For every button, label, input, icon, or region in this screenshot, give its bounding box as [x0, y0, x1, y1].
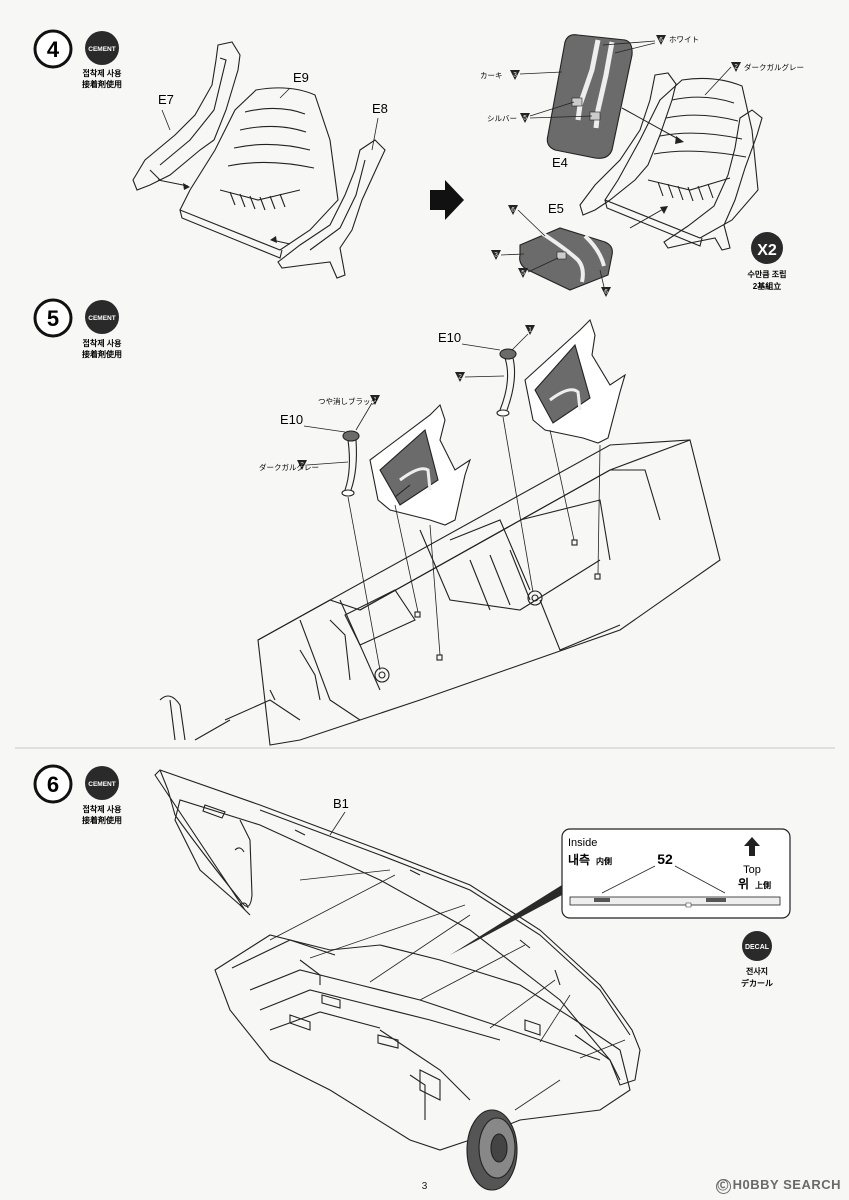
svg-text:1: 1 [373, 397, 377, 404]
svg-text:2: 2 [300, 462, 304, 469]
svg-text:6: 6 [659, 37, 663, 44]
page-number: 3 [421, 1181, 428, 1192]
inset-inside-ko: 내측 [568, 852, 590, 867]
part-label-e7: E7 [158, 92, 174, 107]
part-label-e8: E8 [372, 101, 388, 116]
inset-top-jp: 上側 [755, 880, 771, 890]
svg-text:6: 6 [604, 289, 608, 296]
step5-seat-left [369, 403, 472, 526]
inset-inside-en: Inside [568, 837, 597, 849]
step4-color-callouts: 6 ホワイト 3 カーキ 5 シルバー 2 ダークガルグレー [480, 35, 804, 123]
step6-decal-inset: Inside 내측 内側 52 Top 위 上側 [450, 828, 791, 955]
cement-sub-ko: 접착제 사용 [82, 68, 122, 78]
step-number: 6 [47, 772, 59, 797]
svg-text:2: 2 [734, 64, 738, 71]
repeat-sub-ko: 수만큼 조립 [747, 269, 786, 279]
svg-text:2: 2 [458, 374, 462, 381]
step-number: 4 [47, 37, 60, 62]
step5-control-stick-left [341, 430, 360, 497]
color-name-white: ホワイト [669, 35, 699, 44]
step6-guide-lines [269, 869, 626, 1111]
step4-progress-arrow [430, 180, 464, 220]
cement-badge-label: CEMENT [88, 315, 115, 322]
copyright-icon: Ⓒ [715, 1179, 731, 1194]
step-5-header: 5 CEMENT 접착제 사용 接着剤使用 [33, 298, 122, 359]
inset-top-ko: 위 [738, 877, 749, 891]
step-number: 5 [47, 306, 59, 331]
part-label-e10-left: E10 [280, 412, 303, 427]
step-4-header: 4 CEMENT 접착제 사용 接着剤使用 [33, 29, 122, 89]
inset-pointer [450, 880, 575, 955]
step4-cushion-e4 [546, 34, 633, 159]
part-label-e5: E5 [548, 201, 564, 216]
svg-text:5: 5 [523, 115, 527, 122]
color-name-silver: シルバー [487, 114, 517, 123]
inset-frame [561, 828, 791, 919]
decal-sub-ko: 전사지 [746, 966, 768, 976]
svg-text:3: 3 [494, 252, 498, 259]
decal-badge: DECAL 전사지 デカール [741, 931, 773, 988]
arrow-up-icon [744, 837, 760, 856]
step5-guide-lines [347, 416, 601, 671]
step-number-ring [33, 29, 73, 69]
step4-assembled-seat [579, 72, 763, 251]
cement-sub-jp: 接着剤使用 [82, 815, 122, 825]
part-label-e9: E9 [293, 70, 309, 85]
inset-decal-number: 52 [657, 851, 673, 867]
cement-sub-jp: 接着剤使用 [82, 79, 122, 89]
svg-text:1: 1 [528, 327, 532, 334]
step-6-header: 6 CEMENT 접착제 사용 接着剤使用 [33, 764, 122, 825]
step5-control-stick-right [496, 348, 517, 417]
cement-sub-ko: 접착제 사용 [82, 804, 122, 814]
cement-badge [85, 31, 119, 65]
color-name-flat-black: つや消しブラック [318, 396, 378, 406]
cement-sub-jp: 接着剤使用 [82, 349, 122, 359]
decal-badge-label: DECAL [745, 944, 770, 951]
inset-panel-strip [569, 896, 781, 906]
svg-text:3: 3 [513, 72, 517, 79]
watermark-text: H0BBY SEARCH [732, 1177, 841, 1192]
part-label-e4: E4 [552, 155, 568, 170]
step4-e5-color-callouts: 6 3 5 6 [491, 205, 611, 297]
color-name-dark-gull-gray: ダークガルグレー [259, 462, 319, 472]
cement-badge-label: CEMENT [88, 46, 115, 53]
part-label-e10-right: E10 [438, 330, 461, 345]
repeat-badge-label: X2 [757, 242, 777, 259]
cement-badge-label: CEMENT [88, 781, 115, 788]
color-name-khaki: カーキ [480, 71, 503, 80]
part-label-b1: B1 [333, 796, 349, 811]
decal-sub-jp: デカール [741, 978, 773, 988]
repeat-x2-badge: X2 수만큼 조립 2基組立 [747, 232, 787, 291]
cement-sub-ko: 접착제 사용 [82, 338, 122, 348]
svg-text:5: 5 [521, 270, 525, 277]
color-name-dark-gull-gray: ダークガルグレー [744, 62, 804, 72]
step6-fuselage-half [214, 934, 631, 1191]
inset-top-en: Top [743, 864, 761, 876]
step4-cushion-e5 [519, 227, 613, 291]
step4-exploded-seat [132, 41, 386, 279]
step5-cockpit-tub [159, 439, 721, 746]
step5-seat-right [524, 318, 626, 444]
step5-color-callouts: 1 つや消しブラック 2 ダークガルグレー 1 2 [259, 325, 535, 472]
svg-text:6: 6 [511, 207, 515, 214]
repeat-sub-jp: 2基組立 [753, 281, 781, 291]
inset-inside-jp: 内側 [596, 856, 612, 866]
